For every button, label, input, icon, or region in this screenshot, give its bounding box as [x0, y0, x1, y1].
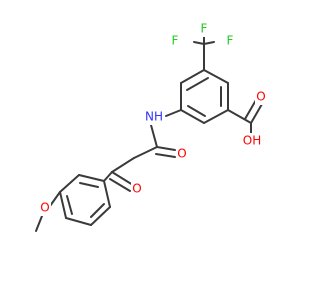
atom-label-F: F — [172, 34, 179, 48]
atom-label-O: O — [256, 90, 265, 104]
bond — [78, 174, 105, 182]
bond — [49, 191, 61, 207]
atom-label-F: F — [201, 22, 208, 36]
bond — [180, 69, 205, 84]
bond — [66, 195, 73, 215]
atom-label-OH: OH — [243, 134, 261, 148]
bond — [79, 182, 99, 188]
bond — [227, 109, 252, 124]
bond — [244, 99, 257, 120]
bond — [186, 77, 209, 91]
bond — [203, 41, 215, 45]
atom-label-F: F — [227, 34, 234, 48]
bond — [103, 171, 113, 182]
bond-layer — [35, 29, 263, 232]
bond — [133, 146, 158, 159]
bond — [165, 109, 182, 117]
bond — [250, 103, 263, 124]
atom-label-O: O — [177, 147, 186, 161]
bond — [109, 178, 131, 192]
bond — [203, 109, 229, 124]
bond — [90, 203, 105, 218]
bond — [103, 180, 111, 208]
bond — [111, 171, 134, 186]
bond — [180, 109, 205, 124]
bond — [203, 69, 229, 84]
bond — [187, 105, 206, 117]
bond — [155, 153, 176, 158]
atom-label-O: O — [40, 201, 49, 215]
bond — [150, 124, 158, 148]
atom-label-layer: F F F O OH NH O O O — [39, 21, 267, 216]
atom-label-O: O — [132, 182, 141, 196]
bond — [193, 41, 205, 45]
bond — [65, 217, 92, 226]
bond — [111, 157, 135, 173]
bond — [90, 206, 111, 226]
molecule-structure: F F F O OH NH O O O — [35, 21, 267, 232]
bond — [59, 191, 67, 219]
bond — [35, 215, 43, 232]
bond — [156, 146, 176, 151]
bond — [59, 174, 80, 193]
atom-label-NH: NH — [145, 110, 163, 124]
